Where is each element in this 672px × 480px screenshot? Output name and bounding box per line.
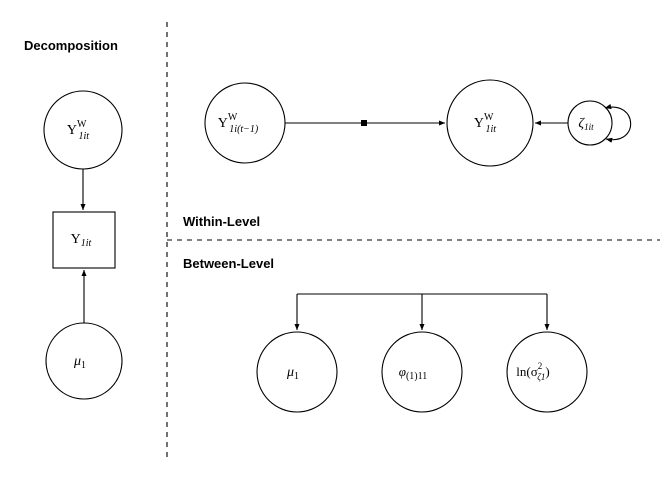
label-subscript: 1it bbox=[81, 238, 92, 249]
label-base: ζ bbox=[578, 116, 585, 131]
label-superscript: W bbox=[77, 119, 87, 130]
label-base: μ bbox=[73, 354, 81, 369]
label-base: ln(σ bbox=[516, 364, 537, 379]
label-base: Y bbox=[474, 116, 484, 131]
label-subscript: 1it bbox=[486, 124, 497, 135]
autoregressive-random-slope-marker bbox=[361, 120, 367, 126]
label-base: μ bbox=[286, 365, 294, 380]
decomposition-heading: Decomposition bbox=[24, 38, 118, 53]
label-subscript: 1it bbox=[584, 122, 594, 132]
label-base: φ bbox=[399, 364, 406, 379]
label-superscript: W bbox=[484, 112, 494, 123]
label-subscript: 1it bbox=[79, 131, 90, 142]
node-between-random-mean[interactable] bbox=[256, 331, 338, 413]
label-superscript: 2 bbox=[538, 361, 543, 371]
node-decomposition-observed-label: Y1it bbox=[71, 232, 92, 249]
node-between-log-residual-variance[interactable] bbox=[506, 331, 588, 413]
node-within-residual-label: ζ1it bbox=[578, 116, 594, 132]
node-between-random-slope[interactable] bbox=[381, 331, 463, 413]
label-suffix: ) bbox=[545, 364, 549, 379]
node-between-random-slope-label: φ(1)11 bbox=[399, 364, 428, 382]
edge-residual-variance-loop bbox=[604, 104, 632, 143]
label-subscript: (1)11 bbox=[406, 371, 427, 382]
label-subscript: ζ1 bbox=[537, 372, 545, 382]
within-level-heading: Within-Level bbox=[183, 214, 260, 229]
node-within-current[interactable] bbox=[446, 79, 534, 167]
label-subscript: 1i(t−1) bbox=[229, 124, 259, 135]
label-subscript: 1 bbox=[294, 371, 299, 382]
label-superscript: W bbox=[228, 112, 238, 123]
label-base: Y bbox=[71, 232, 81, 247]
node-decomposition-observed[interactable] bbox=[52, 211, 116, 269]
between-level-heading: Between-Level bbox=[183, 256, 274, 271]
node-between-random-mean-label: μ1 bbox=[286, 365, 299, 382]
label-base: Y bbox=[218, 116, 228, 131]
label-subscript: 1 bbox=[81, 360, 86, 371]
node-decomposition-random-mean-label: μ1 bbox=[73, 354, 86, 371]
label-base: Y bbox=[67, 123, 77, 138]
